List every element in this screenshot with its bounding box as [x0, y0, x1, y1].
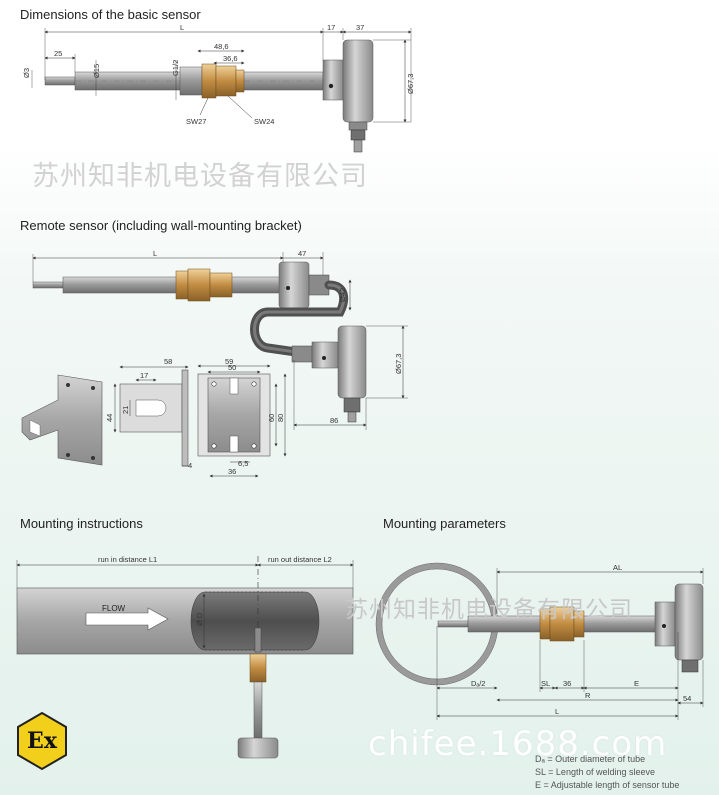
basic-sensor-drawing: L 17 37 25 Ø3 Ø15 G1/2 48,6 36,6 SW27 SW…	[22, 23, 415, 153]
probe-tip	[44, 76, 76, 86]
dim-bracket-65: 6,5	[238, 459, 248, 468]
dim-bracket-58: 58	[164, 357, 172, 366]
dim-param-AL: AL	[613, 563, 622, 572]
watermark-company-2: 苏州知非机电设备有限公司	[345, 597, 633, 623]
mounting-parameters-drawing: AL Dₐ/2 SL 36 E R L 54	[375, 562, 704, 720]
label-run-in: run in distance L1	[98, 555, 157, 564]
dim-bracket-44: 44	[105, 414, 114, 422]
vertical-sensor-head	[237, 737, 279, 759]
legend-da: Dₐ = Outer diameter of tube	[535, 754, 646, 764]
dim-param-da2: Dₐ/2	[471, 679, 485, 688]
connector	[350, 129, 366, 141]
flow-arrow	[85, 607, 169, 631]
dim-bracket-21: 21	[121, 406, 130, 414]
ex-mark-text: Ex	[27, 728, 58, 754]
heading-basic-sensor: Dimensions of the basic sensor	[20, 7, 201, 22]
watermark-site: chifee.1688.com	[368, 724, 668, 764]
legend-e: E = Adjustable length of sensor tube	[535, 780, 680, 790]
watermark-company-1: 苏州知非机电设备有限公司	[32, 161, 368, 192]
dim-param-E: E	[634, 679, 639, 688]
dim-remote-86: 86	[330, 416, 338, 425]
heading-mounting-instructions: Mounting instructions	[20, 516, 143, 531]
dim-basic-g12: G1/2	[171, 60, 180, 76]
brass-nut-sw27	[201, 63, 217, 99]
dim-remote-47: 47	[298, 249, 306, 258]
dim-remote-d673: Ø67,3	[394, 354, 403, 374]
dim-bracket-59: 59	[225, 357, 233, 366]
remote-brass-fitting	[187, 268, 211, 302]
ex-mark: Ex	[17, 711, 67, 771]
dim-basic-17: 17	[327, 23, 335, 32]
dim-basic-L: L	[180, 23, 184, 32]
dim-bracket-36: 36	[228, 467, 236, 476]
dim-param-SL: SL	[541, 679, 550, 688]
dim-basic-37: 37	[356, 23, 364, 32]
dim-bracket-80: 80	[276, 414, 285, 422]
dim-param-L: L	[555, 707, 559, 716]
legend-sl: SL = Length of welding sleeve	[535, 767, 656, 777]
dim-remote-d42: Ø42	[338, 288, 347, 302]
dim-basic-d3: Ø3	[22, 68, 31, 78]
remote-sensor-drawing: L 47 Ø42 Ø67,3 86 58 17 44 21 4	[21, 249, 408, 478]
pipe-cutaway	[190, 591, 320, 651]
dim-bracket-50: 50	[228, 363, 236, 372]
dim-basic-25: 25	[54, 49, 62, 58]
label-run-out: run out distance L2	[268, 555, 332, 564]
dim-bracket-17: 17	[140, 371, 148, 380]
remote-sensor-head	[337, 325, 367, 399]
dim-basic-d15: Ø15	[92, 64, 101, 78]
dim-param-54: 54	[683, 694, 691, 703]
dim-param-R: R	[585, 691, 591, 700]
dim-basic-366: 36,6	[223, 54, 238, 63]
remote-tube	[62, 276, 284, 294]
param-sensor-head	[674, 583, 704, 661]
dim-basic-486: 48,6	[214, 42, 229, 51]
wall-bracket	[21, 374, 103, 466]
sensor-head	[342, 39, 374, 123]
flow-label: FLOW	[102, 604, 126, 613]
dim-bracket-4: 4	[188, 461, 192, 470]
label-sw27: SW27	[186, 117, 206, 126]
dim-remote-L: L	[153, 249, 157, 258]
heading-mounting-parameters: Mounting parameters	[383, 516, 506, 531]
heading-remote-sensor: Remote sensor (including wall-mounting b…	[20, 218, 302, 233]
remote-junction-head	[278, 261, 310, 309]
dim-basic-d673: Ø67,3	[406, 74, 415, 94]
mounting-instructions-drawing: FLOW Ø D run in distance L1 run out dist…	[16, 555, 354, 759]
dim-bracket-60: 60	[267, 414, 276, 422]
dim-param-36: 36	[563, 679, 571, 688]
vertical-brass-fitting	[249, 653, 267, 683]
brass-nut-sw24	[215, 65, 237, 97]
label-sw24: SW24	[254, 117, 274, 126]
dim-pipe-d: Ø D	[195, 612, 204, 626]
